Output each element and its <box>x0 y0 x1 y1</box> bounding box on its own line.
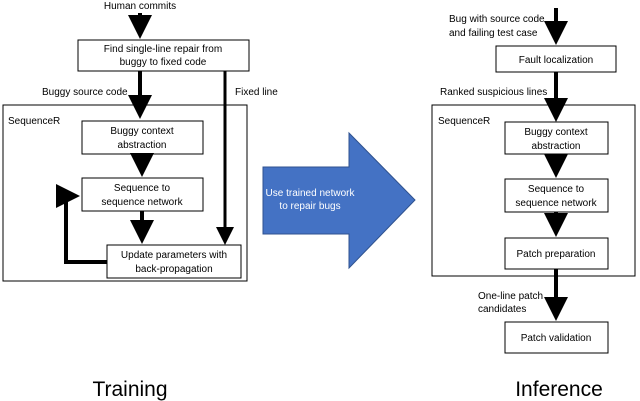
training-seq-line2: sequence network <box>101 197 183 208</box>
inference-caption: Inference <box>515 378 603 401</box>
find-repair-box: Find single-line repair from buggy to fi… <box>77 39 250 72</box>
update-params-line2: back-propagation <box>135 264 212 275</box>
training-sequencer-frame <box>2 104 248 282</box>
training-context-box: Buggy context abstraction <box>81 120 204 155</box>
training-seq-line1: Sequence to <box>114 183 171 194</box>
inference-seq-line1: Sequence to <box>528 184 585 195</box>
fixed-line-label: Fixed line <box>235 87 278 98</box>
training-seq-box: Sequence to sequence network <box>81 177 204 212</box>
patch-preparation-label: Patch preparation <box>517 249 596 260</box>
patch-preparation-box: Patch preparation <box>504 237 609 270</box>
training-frame-label: SequenceR <box>8 116 60 127</box>
update-params-box: Update parameters with back-propagation <box>106 244 242 279</box>
patch-validation-box: Patch validation <box>504 321 609 354</box>
transfer-arrow-line1: Use trained network <box>266 188 356 199</box>
arrow-feedback-loop <box>56 184 107 264</box>
fault-localization-box: Fault localization <box>495 45 617 73</box>
candidates-line1: One-line patch <box>478 291 543 302</box>
buggy-source-code-label: Buggy source code <box>42 87 128 98</box>
transfer-arrow-line2: to repair bugs <box>279 201 340 212</box>
inference-section: Bug with source code and failing test ca… <box>431 8 636 401</box>
update-params-line1: Update parameters with <box>121 250 227 261</box>
inference-seq-box: Sequence to sequence network <box>504 178 609 213</box>
transfer-arrow: Use trained network to repair bugs <box>262 131 416 270</box>
transfer-arrow-shape <box>262 131 416 270</box>
training-caption: Training <box>92 378 167 401</box>
ranked-lines-label: Ranked suspicious lines <box>440 87 547 98</box>
training-context-line2: abstraction <box>118 140 167 151</box>
training-section: Human commits Find single-line repair fr… <box>2 1 278 401</box>
inference-context-line2: abstraction <box>532 141 581 152</box>
bug-input-line2: and failing test case <box>449 28 538 39</box>
candidates-line2: candidates <box>478 304 526 315</box>
patch-validation-label: Patch validation <box>521 333 592 344</box>
inference-sequencer-frame <box>431 104 636 277</box>
bug-input-line1: Bug with source code <box>449 14 545 25</box>
inference-context-box: Buggy context abstraction <box>504 121 609 155</box>
fault-localization-label: Fault localization <box>519 55 593 66</box>
find-repair-line1: Find single-line repair from <box>104 44 222 55</box>
inference-frame-label: SequenceR <box>438 116 490 127</box>
inference-seq-line2: sequence network <box>515 198 597 209</box>
inference-context-line1: Buggy context <box>524 127 588 138</box>
human-commits-label: Human commits <box>104 1 176 12</box>
training-context-line1: Buggy context <box>110 126 174 137</box>
find-repair-line2: buggy to fixed code <box>120 57 207 68</box>
